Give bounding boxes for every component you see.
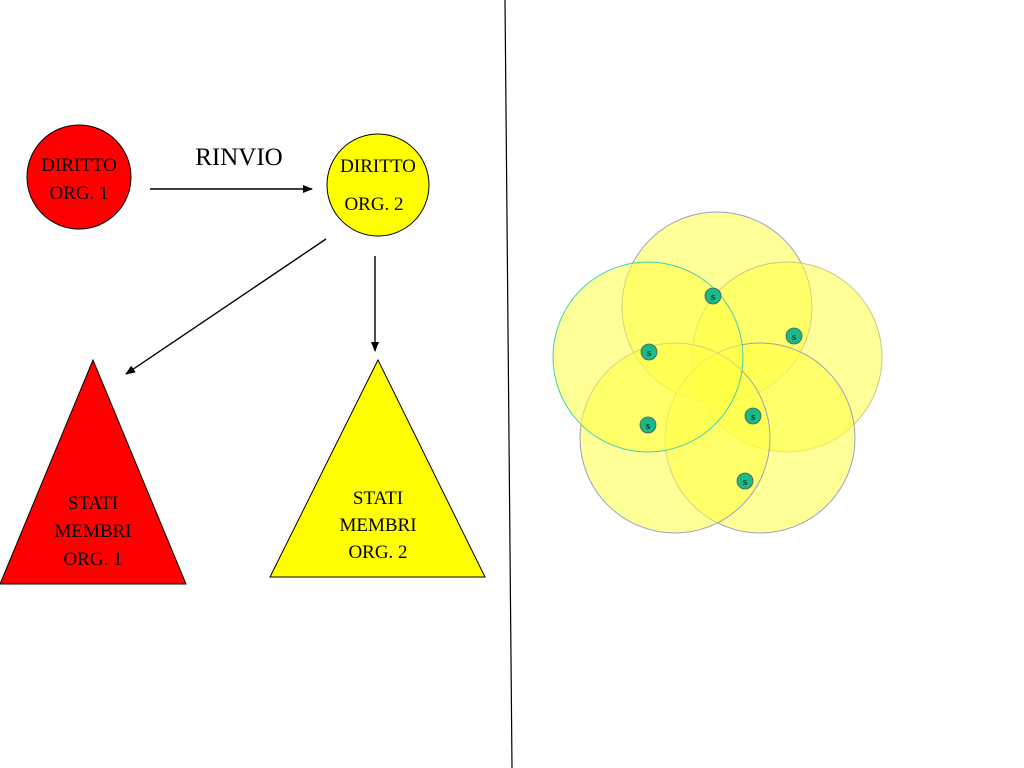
state-marker-label: s xyxy=(792,331,796,343)
triangle1-line-3: ORG. 1 xyxy=(63,549,122,570)
state-marker-label: s xyxy=(647,347,651,359)
state-marker: s xyxy=(744,407,762,425)
triangle1-line-2: MEMBRI xyxy=(54,521,131,542)
node-diritto-org-1: DIRITTO ORG. 1 xyxy=(26,124,132,230)
arrow-to-triangle-1 xyxy=(125,238,327,375)
state-marker: s xyxy=(736,472,754,490)
node2-line-1: DIRITTO xyxy=(340,156,416,177)
state-marker-label: s xyxy=(751,411,755,423)
state-marker: s xyxy=(785,327,803,345)
triangle-stati-membri-org-1: STATI MEMBRI ORG. 1 xyxy=(0,358,187,585)
vertical-divider xyxy=(504,0,513,768)
triangle2-line-3: ORG. 2 xyxy=(348,542,407,563)
triangle1-line-1: STATI xyxy=(68,493,118,514)
triangle2-line-1: STATI xyxy=(353,488,403,509)
overlapping-circles xyxy=(552,211,883,534)
state-marker-label: s xyxy=(743,476,747,488)
triangle-stati-membri-org-2: STATI MEMBRI ORG. 2 xyxy=(269,358,486,578)
node1-line-2: ORG. 1 xyxy=(49,183,108,204)
state-marker: s xyxy=(639,416,657,434)
state-markers: s s s s s s xyxy=(639,287,803,490)
state-marker-label: s xyxy=(646,420,650,432)
node-diritto-org-2: DIRITTO ORG. 2 xyxy=(326,133,430,237)
state-marker: s xyxy=(640,343,658,361)
rinvio-label: RINVIO xyxy=(195,144,283,171)
node1-line-1: DIRITTO xyxy=(41,155,117,176)
state-marker: s xyxy=(704,287,722,305)
triangle2-line-2: MEMBRI xyxy=(339,515,416,536)
node2-line-2: ORG. 2 xyxy=(344,194,403,215)
state-marker-label: s xyxy=(711,291,715,303)
